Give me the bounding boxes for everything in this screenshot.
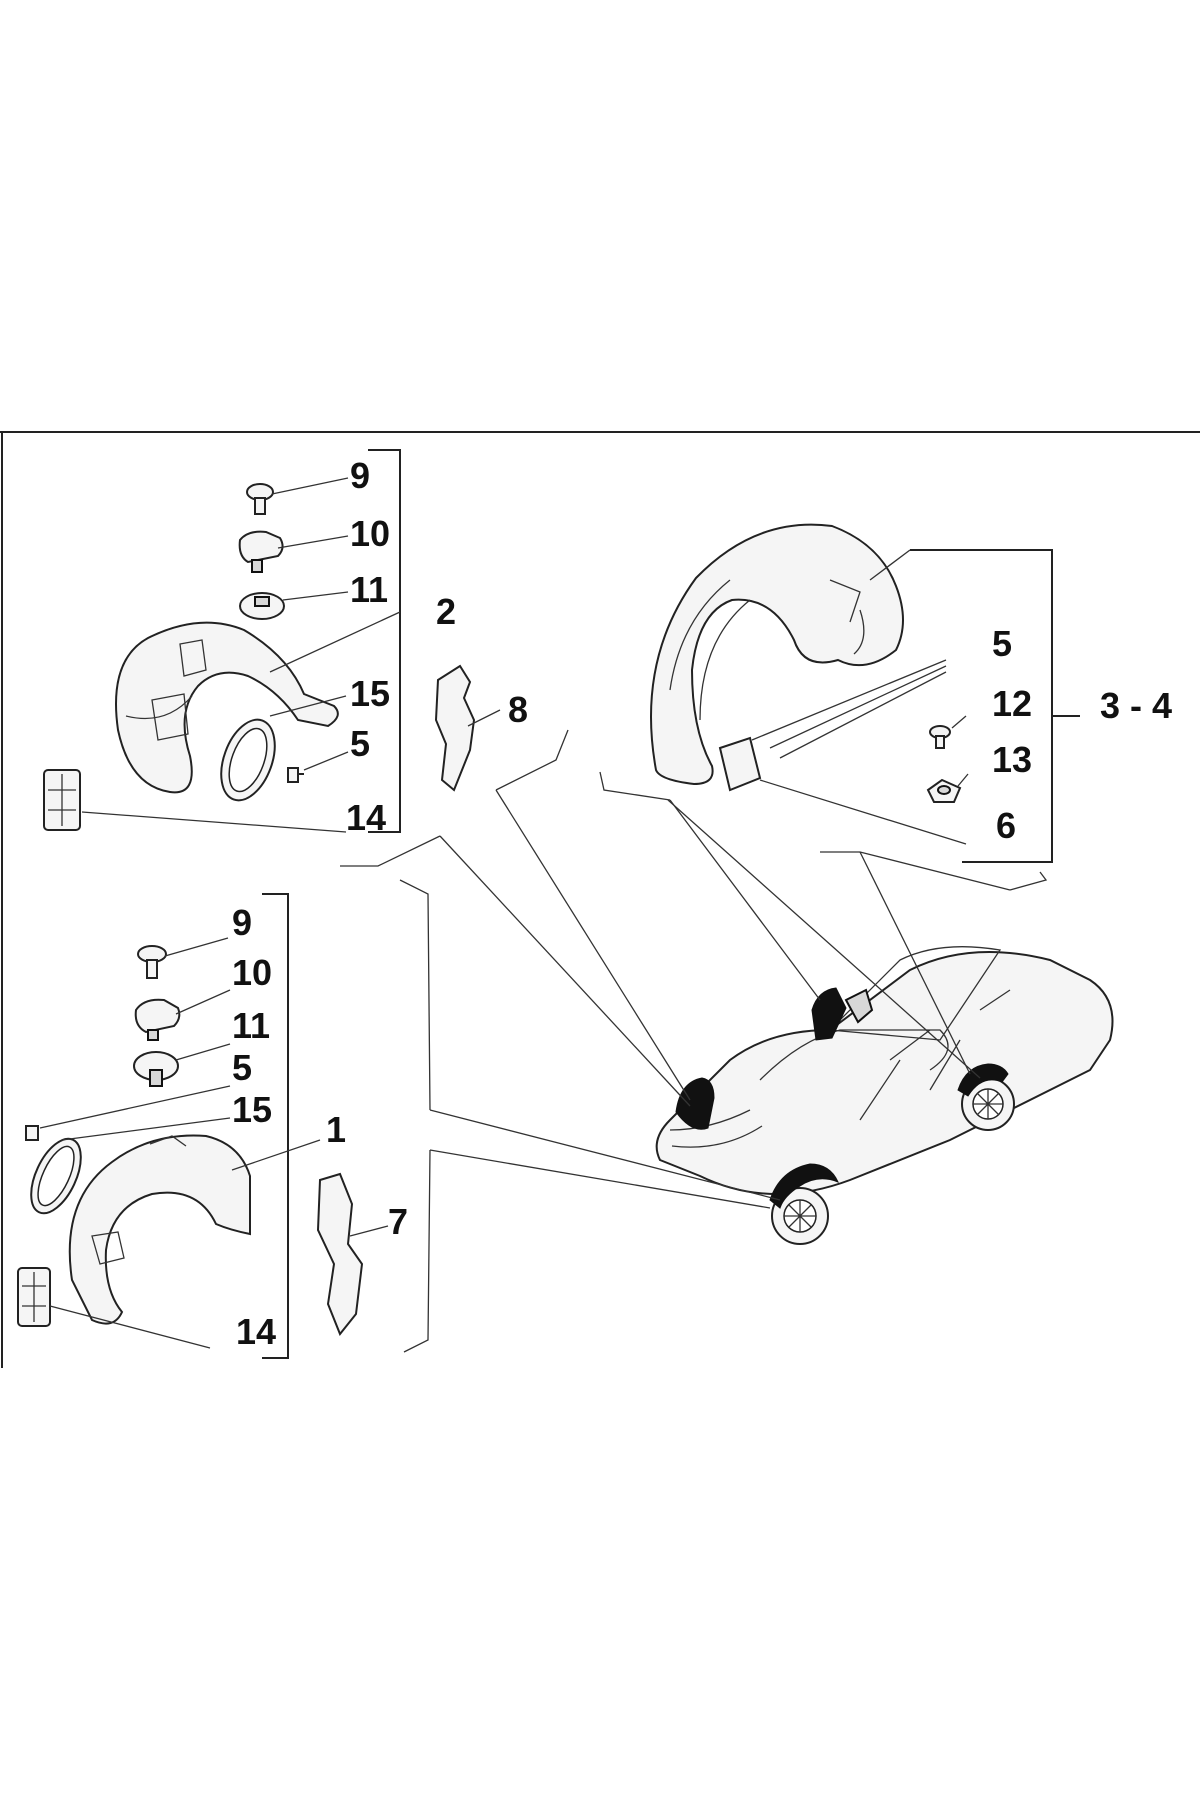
right-group-bracket	[910, 549, 1053, 863]
lower-group-bracket	[262, 893, 289, 1359]
callout-upper-14: 14	[346, 797, 386, 838]
callout-lower-11: 11	[232, 1005, 270, 1046]
part-2-liner	[115, 621, 339, 794]
part-1-liner	[68, 1134, 251, 1325]
callout-lower-5: 5	[232, 1047, 252, 1088]
callout-upper-9: 9	[350, 455, 370, 496]
part-5-fasteners-right	[751, 659, 947, 759]
part-10-clip-lower	[134, 998, 181, 1041]
car-leader-lines	[340, 729, 1048, 1353]
upper-group-bracket	[368, 449, 401, 833]
car-illustration	[655, 946, 1114, 1245]
callout-right-3-4: 3 - 4	[1100, 685, 1172, 726]
upper-left-group	[43, 449, 501, 833]
diagram-frame	[0, 431, 1200, 1368]
part-5-clip	[287, 767, 304, 783]
callout-upper-15: 15	[350, 673, 390, 714]
part-14-grille-lower	[17, 1267, 51, 1327]
part-11-nut	[239, 592, 285, 620]
callout-right-12: 12	[992, 683, 1032, 724]
part-15-gasket	[220, 718, 276, 802]
part-9-screw-lower	[137, 945, 167, 979]
callout-lower-7: 7	[388, 1201, 408, 1242]
part-11-nut-lower	[133, 1051, 179, 1087]
part-3-4-liner	[650, 523, 904, 786]
callout-upper-8: 8	[508, 689, 528, 730]
right-group	[650, 523, 1080, 863]
callout-lower-1: 1	[326, 1109, 346, 1150]
callout-upper-10: 10	[350, 513, 390, 554]
callout-upper-2: 2	[436, 591, 456, 632]
lower-left-group	[17, 893, 389, 1359]
part-9-screw	[246, 483, 274, 515]
part-14-grille	[43, 769, 81, 831]
callout-lower-9: 9	[232, 902, 252, 943]
callout-right-6: 6	[996, 805, 1016, 846]
callout-lower-10: 10	[232, 952, 272, 993]
part-6-cover	[718, 736, 762, 792]
part-13-nut	[926, 778, 962, 803]
car-rear-wheel	[961, 1077, 1015, 1131]
callout-right-13: 13	[992, 739, 1032, 780]
part-8-bracket	[434, 664, 476, 792]
callout-right-5: 5	[992, 623, 1012, 664]
part-7-bracket	[316, 1172, 364, 1336]
part-10-clip	[238, 530, 284, 573]
part-15-gasket-lower	[30, 1137, 82, 1215]
part-5-clip-lower	[25, 1125, 39, 1141]
callout-lower-15: 15	[232, 1089, 272, 1130]
callout-upper-11: 11	[350, 569, 388, 610]
car-front-wheel	[771, 1187, 829, 1245]
callout-lower-14: 14	[236, 1311, 276, 1352]
part-12-screw	[929, 725, 951, 749]
callout-upper-5: 5	[350, 723, 370, 764]
